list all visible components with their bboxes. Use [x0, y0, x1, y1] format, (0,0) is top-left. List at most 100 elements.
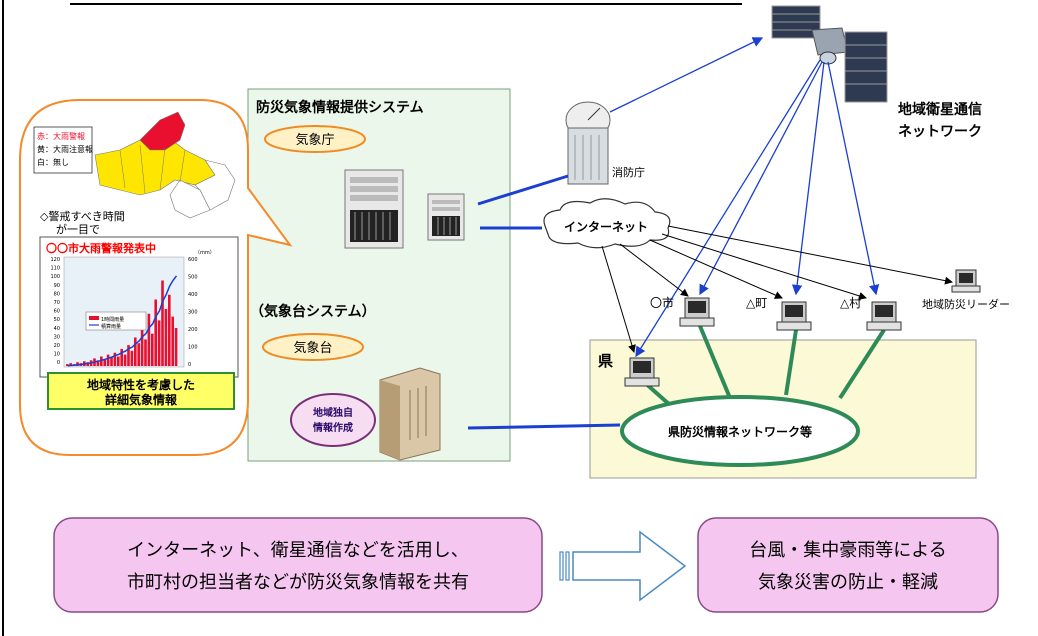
rain-bar [140, 328, 144, 366]
jma-pill [264, 125, 366, 153]
fire-agency-antenna-icon [565, 101, 611, 185]
detail-caption-box [47, 372, 235, 410]
rain-bar [164, 309, 168, 366]
right-tick-label: 0 [188, 362, 191, 368]
prefecture-label: 県 [598, 352, 613, 370]
satellite-network-line1: 地域衛星通信 [898, 101, 982, 118]
left-tick-label: 60 [54, 309, 60, 315]
pref-network-links [642, 325, 886, 407]
result-arrow [559, 530, 687, 602]
rain-bar [151, 333, 154, 366]
internet-cloud [543, 198, 671, 249]
pref-network-ellipse [620, 395, 860, 467]
rain-bar [117, 356, 120, 366]
rain-bar [110, 357, 113, 366]
reduction-text-line1: 台風・集中豪雨等による [749, 540, 946, 561]
legend-white: 白：無し [37, 157, 69, 167]
pref-network-label: 県防災情報ネットワーク等 [668, 424, 812, 439]
left-tick-label: 10 [54, 352, 60, 358]
pc-leader-icon [951, 269, 981, 293]
inset-note-line1: ◇警戒すべき時間 [40, 209, 125, 223]
pc-village-icon [866, 301, 902, 331]
rain-bar [103, 359, 106, 366]
rain-bar [137, 343, 140, 366]
server-small-icon [427, 193, 465, 241]
observatory-system-label: （気象台システム） [250, 303, 376, 320]
rain-bar [168, 294, 171, 366]
town-label: △町 [746, 296, 767, 310]
rain-bar [113, 352, 117, 366]
rain-bar [120, 348, 123, 366]
local-info-line1: 地域独自 [313, 406, 353, 419]
satellite-icon [771, 5, 888, 103]
weather-map [94, 111, 236, 219]
satellite-network-line2: ネットワーク [898, 124, 982, 140]
left-tick-label: 20 [54, 343, 60, 349]
left-tick-label: 50 [54, 317, 60, 323]
right-tick-label: 500 [188, 275, 198, 281]
right-tick-label: 600 [188, 257, 198, 263]
observatory-label: 気象台 [293, 340, 332, 356]
local-info-ellipse [290, 393, 376, 447]
rain-bar [171, 316, 174, 366]
leader-label: 地域防災リーダー [922, 297, 1010, 311]
reduction-text-line2: 気象災害の防止・軽減 [758, 572, 938, 593]
pc-city-icon [679, 297, 715, 327]
right-unit: （mm） [195, 250, 215, 256]
system-links [467, 174, 621, 430]
rain-bar [127, 345, 130, 366]
left-tick-label: 0 [57, 360, 60, 366]
jma-label: 気象庁 [295, 132, 334, 148]
pc-prefecture-icon [624, 357, 660, 387]
rain-bar [134, 337, 137, 366]
series-cumulative: 積算雨量 [101, 323, 121, 330]
left-tick-label: 90 [54, 283, 60, 289]
series-hourly: 1時間雨量 [101, 316, 124, 323]
map-legend-box [33, 126, 93, 174]
sharing-text-line1: インターネット、衛星通信などを活用し、 [127, 540, 469, 561]
internet-links [601, 225, 953, 353]
satellite-links [609, 37, 880, 358]
internet-label: インターネット [564, 220, 648, 234]
chart-title: 〇〇市大雨警報発表中 [46, 241, 156, 255]
pc-town-icon [776, 301, 812, 331]
left-tick-label: 80 [54, 291, 60, 297]
village-label: △村 [840, 296, 861, 310]
rain-bar [161, 280, 164, 366]
rain-bar [96, 360, 100, 366]
rain-bar [66, 364, 69, 366]
chart-legend [85, 311, 147, 331]
caption-line1: 地域特性を考慮した [87, 377, 195, 392]
rain-bar [174, 328, 178, 366]
caption-line2: 詳細気象情報 [105, 392, 178, 407]
left-tick-label: 110 [50, 266, 60, 272]
cumulative-rain-line [67, 275, 178, 367]
fire-agency-label: 消防庁 [612, 165, 645, 179]
rain-bar [123, 354, 127, 366]
local-info-line2: 情報作成 [313, 421, 353, 434]
city-label: 〇市 [650, 295, 674, 310]
legend-red: 赤：大雨警報 [37, 131, 85, 141]
info-sharing-box [53, 517, 543, 613]
left-tick-label: 100 [50, 274, 60, 280]
observatory-pill [262, 333, 364, 361]
rain-bar [130, 350, 134, 366]
rain-bar [69, 363, 72, 366]
left-tick-label: 120 [50, 257, 60, 263]
system-title: 防災気象情報提供システム [256, 99, 424, 116]
right-tick-label: 100 [188, 345, 198, 351]
rain-bar [100, 356, 103, 366]
left-tick-label: 70 [54, 300, 60, 306]
tower-server-icon [379, 367, 441, 461]
right-tick-label: 300 [188, 310, 198, 316]
rain-bar [147, 313, 151, 366]
rain-bar [144, 339, 147, 366]
inset-note-line2: が一目で [56, 222, 100, 236]
left-tick-label: 30 [54, 334, 60, 340]
rain-bar [106, 354, 110, 366]
rain-bar [157, 320, 161, 366]
left-tick-label: 40 [54, 326, 60, 332]
